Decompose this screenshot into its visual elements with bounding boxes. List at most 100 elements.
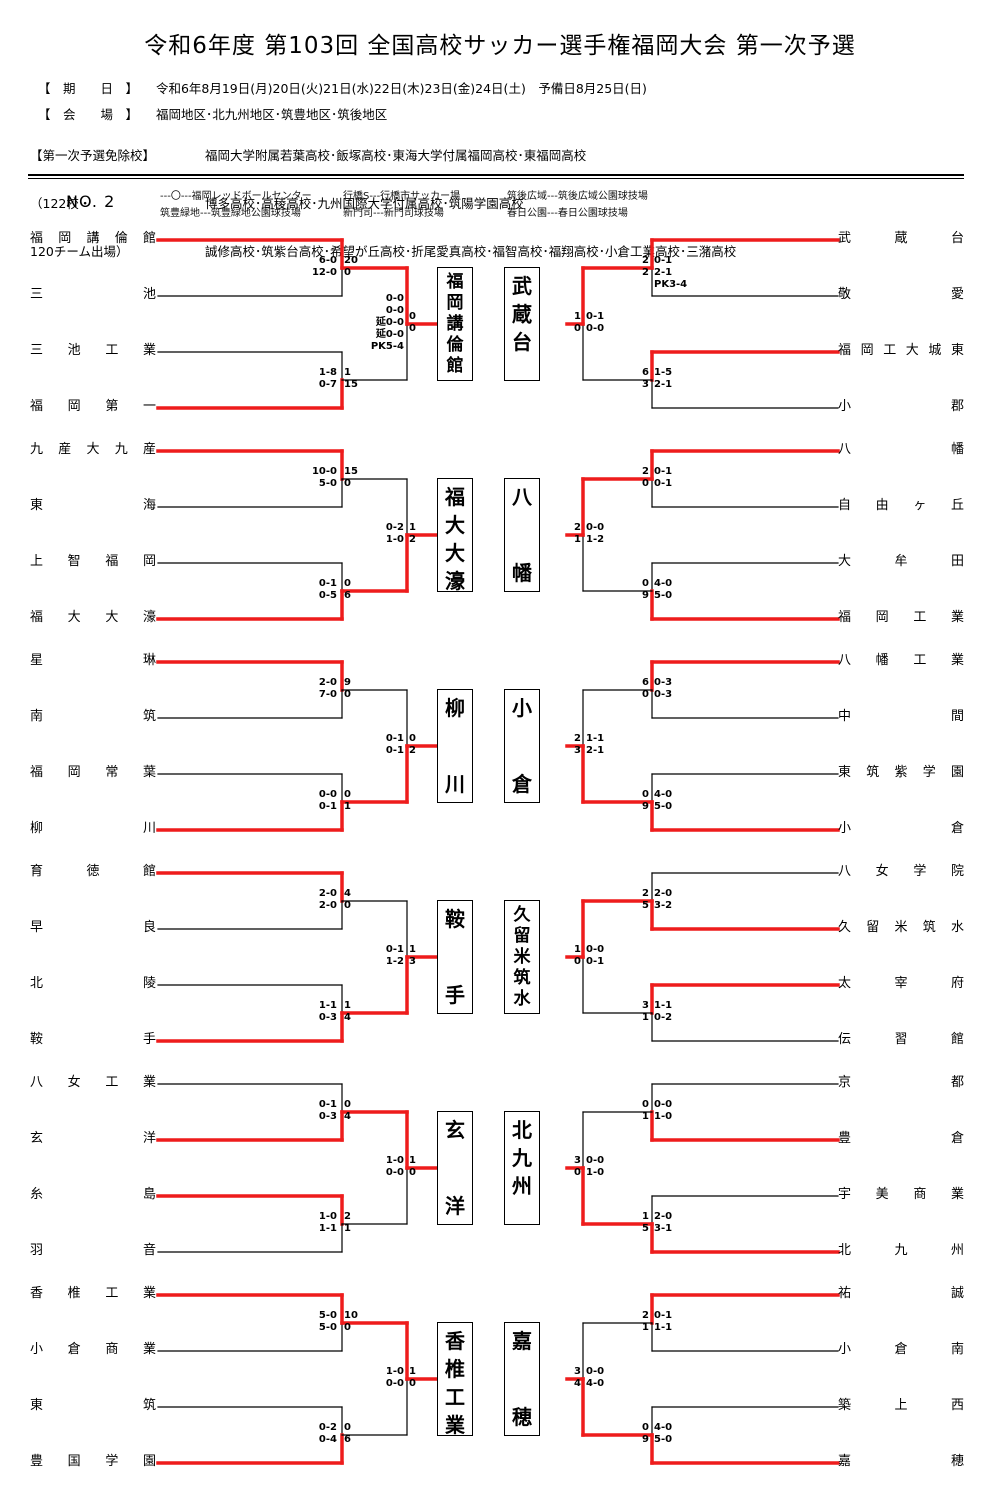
- match-score: 0-3: [654, 689, 673, 700]
- team-name: 鞍手: [30, 1032, 156, 1047]
- total-goals: 0: [344, 1322, 351, 1333]
- period-value: 令和6年8月19日(月)20日(火)21日(水)22日(木)23日(金)24日(…: [155, 81, 647, 96]
- exempt-list: 福岡大学附属若葉高校･飯塚高校･東海大学付属福岡高校･東福岡高校 博多高校･高稜…: [205, 116, 965, 292]
- team-name: 福岡工大城東: [838, 343, 964, 358]
- winner-char: 州: [512, 1174, 532, 1198]
- match-score: 3-1: [654, 1223, 673, 1234]
- total-goals: 2: [642, 1310, 649, 1321]
- team-name: 八幡工業: [838, 653, 964, 668]
- total-goals: 6: [344, 590, 351, 601]
- total-goals: 10: [344, 1310, 358, 1321]
- exempt-label-line: （122校・: [30, 196, 92, 211]
- match-score: 0-1: [385, 944, 404, 955]
- match-score: 1-0: [318, 1211, 337, 1222]
- exempt-label-line: 120チーム出場）: [30, 244, 129, 259]
- total-goals: 0: [344, 1422, 351, 1433]
- total-goals: 0: [574, 956, 581, 967]
- total-goals: 2: [574, 522, 581, 533]
- match-score: 4-0: [586, 1378, 605, 1389]
- team-name: 久留米筑水: [838, 920, 964, 935]
- team-name: 自由ヶ丘: [838, 498, 964, 513]
- total-goals: 2: [642, 888, 649, 899]
- match-score: 6-0: [318, 255, 337, 266]
- match-score: 0-1: [385, 745, 404, 756]
- total-goals: 4: [344, 1012, 351, 1023]
- block-winner-box: 北九州: [504, 1111, 540, 1225]
- team-name: 南筑: [30, 709, 156, 724]
- match-score: 0-0: [586, 323, 605, 334]
- match-score: 0-1: [654, 466, 673, 477]
- total-goals: 0: [574, 1167, 581, 1178]
- winner-char: 香: [445, 1329, 465, 1353]
- total-goals: 2: [642, 255, 649, 266]
- winner-char: 鞍: [445, 907, 465, 931]
- total-goals: 0: [344, 478, 351, 489]
- team-name: 小倉商業: [30, 1342, 156, 1357]
- winner-char: 米: [513, 947, 531, 967]
- match-score: 0-4: [318, 1434, 337, 1445]
- team-name: 小倉南: [838, 1342, 964, 1357]
- venue-label: 【 会 場 】: [37, 107, 138, 122]
- total-goals: 2: [409, 534, 416, 545]
- total-goals: 1: [409, 944, 416, 955]
- match-score: 2-1: [654, 267, 673, 278]
- match-score: 0-1: [654, 478, 673, 489]
- team-name: 武蔵台: [838, 231, 964, 246]
- exempt-line: 博多高校･高稜高校･九州国際大学付属高校･筑陽学園高校: [205, 196, 524, 211]
- winner-char: 椎: [445, 1357, 465, 1381]
- match-score: 12-0: [311, 267, 337, 278]
- match-score: 0-3: [318, 1111, 337, 1122]
- match-score: 1-2: [586, 534, 605, 545]
- match-score: PK3-4: [654, 279, 688, 290]
- team-name: 中間: [838, 709, 964, 724]
- winner-char: 留: [513, 926, 531, 946]
- match-score: 5-0: [654, 590, 673, 601]
- winner-char: 幡: [512, 561, 532, 585]
- match-score: 2-0: [654, 1211, 673, 1222]
- team-name: 東筑: [30, 1398, 156, 1413]
- total-goals: 1: [574, 311, 581, 322]
- winner-char: 九: [512, 1146, 532, 1170]
- winner-char: 業: [445, 1413, 465, 1437]
- total-goals: 0: [344, 267, 351, 278]
- winner-char: 柳: [445, 696, 465, 720]
- total-goals: 0: [642, 1422, 649, 1433]
- match-score: 2-0: [318, 888, 337, 899]
- winner-char: 岡: [446, 293, 464, 313]
- team-name: 八女工業: [30, 1075, 156, 1090]
- winner-char: 館: [446, 356, 464, 376]
- total-goals: 2: [409, 745, 416, 756]
- header-divider-thin: [28, 178, 964, 179]
- venue-legend: 筑豊緑地---筑豊緑地公園球技場: [160, 208, 301, 219]
- match-score: 0-1: [318, 801, 337, 812]
- match-score: 1-2: [385, 956, 404, 967]
- match-score: PK5-4: [370, 341, 404, 352]
- sheet-number: NO. 2: [66, 192, 116, 211]
- team-name: 上智福岡: [30, 554, 156, 569]
- match-score: 0-0: [385, 305, 404, 316]
- winner-char: 倫: [446, 335, 464, 355]
- winner-char: 久: [513, 905, 531, 925]
- match-score: 1-0: [385, 534, 404, 545]
- team-name: 宇美商業: [838, 1187, 964, 1202]
- match-score: 0-1: [318, 1099, 337, 1110]
- total-goals: 1: [574, 534, 581, 545]
- total-goals: 1: [344, 1000, 351, 1011]
- team-name: 敬愛: [838, 287, 964, 302]
- block-winner-box: 八幡: [504, 478, 540, 592]
- team-name: 豊倉: [838, 1131, 964, 1146]
- team-name: 小郡: [838, 399, 964, 414]
- match-score: 0-3: [318, 1012, 337, 1023]
- winner-char: 倉: [512, 772, 532, 796]
- match-score: 5-0: [654, 1434, 673, 1445]
- winner-char: 福: [445, 485, 465, 509]
- match-score: 0-0: [654, 1099, 673, 1110]
- period-row: 【 期 日 】令和6年8月19日(月)20日(火)21日(水)22日(木)23日…: [30, 63, 647, 97]
- match-score: 4-0: [654, 578, 673, 589]
- total-goals: 1: [642, 1322, 649, 1333]
- match-score: 4-0: [654, 1422, 673, 1433]
- block-winner-box: 鞍手: [437, 900, 473, 1014]
- venue-legend: 筑後広域---筑後広域公園球技場: [507, 191, 648, 202]
- total-goals: 9: [642, 801, 649, 812]
- total-goals: 0: [344, 789, 351, 800]
